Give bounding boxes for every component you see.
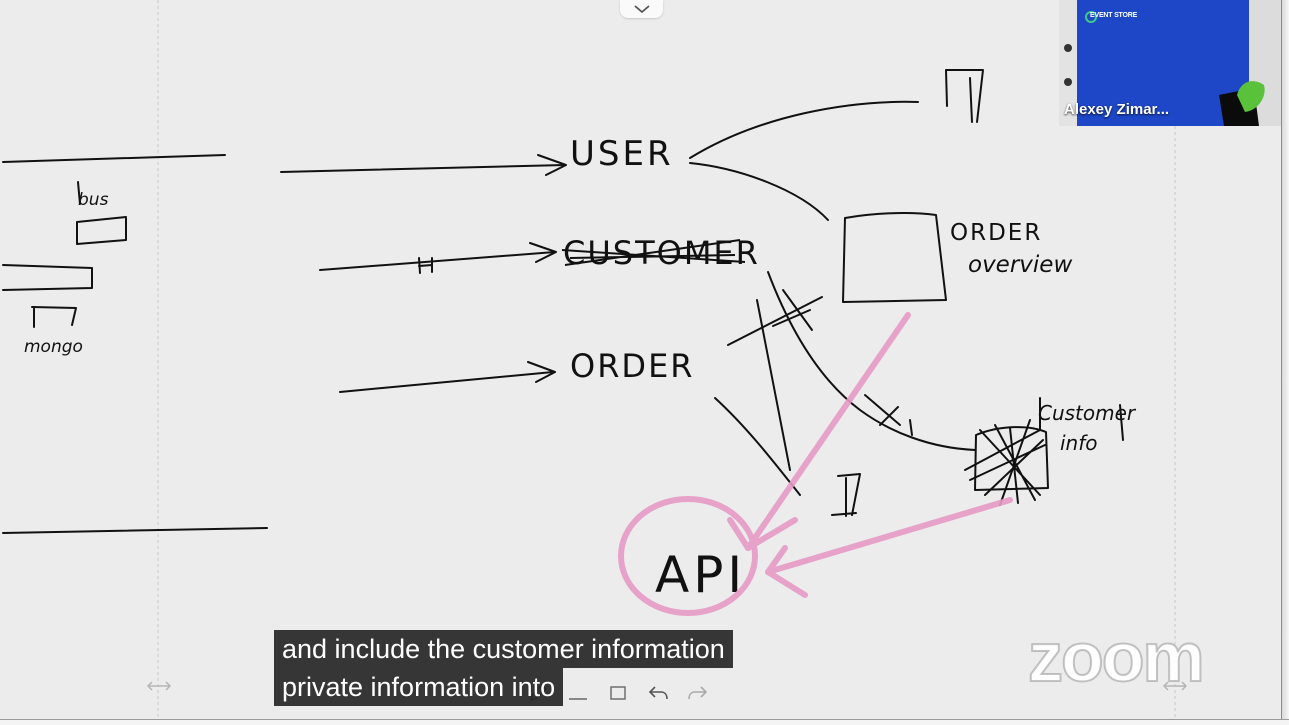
ink-line-bottom-left [2,527,268,534]
top-right-box [945,69,984,123]
right-resize-handle[interactable] [1160,676,1190,696]
ink-cross-2 [756,299,791,471]
live-caption: and include the customer information pri… [274,630,733,706]
order-overview-box [842,212,947,303]
video-feed-graphic [1059,0,1281,126]
resize-horizontal-icon [146,681,172,691]
undo-button[interactable] [645,680,671,706]
ink-cross-1 [727,296,823,346]
ink-curve-customer [767,271,976,451]
highlight-arrow-from-order-overview [745,312,911,551]
chevron-down-icon [633,5,650,14]
api-highlight-circle [618,496,758,616]
label-api: API [655,546,746,604]
ink-cross-3 [772,289,813,331]
ink-scribble-mid [864,394,913,436]
tile-brand-text: EVENT STORE [1090,12,1138,19]
arrow-to-user [280,164,566,173]
ink-mark [77,181,81,205]
small-box-near-api [831,473,861,517]
redo-button[interactable] [685,680,711,706]
rectangle-icon [610,686,626,700]
caption-line-2: private information into [274,668,564,706]
label-customer-info-1: Customer [1038,401,1137,425]
participant-video-tile[interactable]: EVENT STORE Alexey Zimar... [1059,0,1281,126]
arrowhead-order [527,361,556,383]
mongo-box [31,306,77,328]
bus-box [76,216,127,245]
redo-icon [688,686,708,700]
arrow-to-order [339,371,554,393]
label-order-overview-2: overview [968,252,1072,278]
user-curve-down [689,162,829,221]
shape-tool[interactable] [605,680,631,706]
zoom-logo: zoom [1027,618,1206,696]
arrowhead-user [537,154,567,176]
undo-icon [648,686,668,700]
left-resize-handle[interactable] [144,676,174,696]
ink-line-top-left [2,154,226,163]
user-curve-top [689,100,919,159]
caption-line-1: and include the customer information [274,630,733,668]
customer-info-box [974,426,1049,491]
collapse-toolbar-button[interactable] [620,0,663,18]
label-customer-info-2: info [1060,431,1098,455]
arrowhead-customer [529,242,557,263]
ink-small-mark [418,257,433,274]
frame-edge-right [1281,0,1289,725]
resize-horizontal-icon [1162,681,1188,691]
ink-bracket [2,264,93,291]
label-bus: bus [78,190,109,210]
label-user: USER [570,134,674,174]
customer-info-brackets [1039,397,1124,441]
line-tool[interactable] [565,680,591,706]
label-mongo: mongo [24,337,83,357]
participant-name: Alexey Zimar... [1064,101,1170,118]
customer-info-scribble [964,419,1046,506]
highlight-arrowhead-1 [727,517,798,551]
label-order: ORDER [570,347,695,385]
ink-line-order-api [714,397,801,496]
customer-strike [561,239,746,266]
line-icon [569,698,587,700]
frame-edge-bottom [0,719,1289,725]
arrow-to-customer [319,251,556,271]
highlight-arrow-from-customer-info [765,497,1013,575]
highlight-arrowhead-2 [765,545,808,598]
label-order-overview-1: ORDER [950,220,1042,246]
